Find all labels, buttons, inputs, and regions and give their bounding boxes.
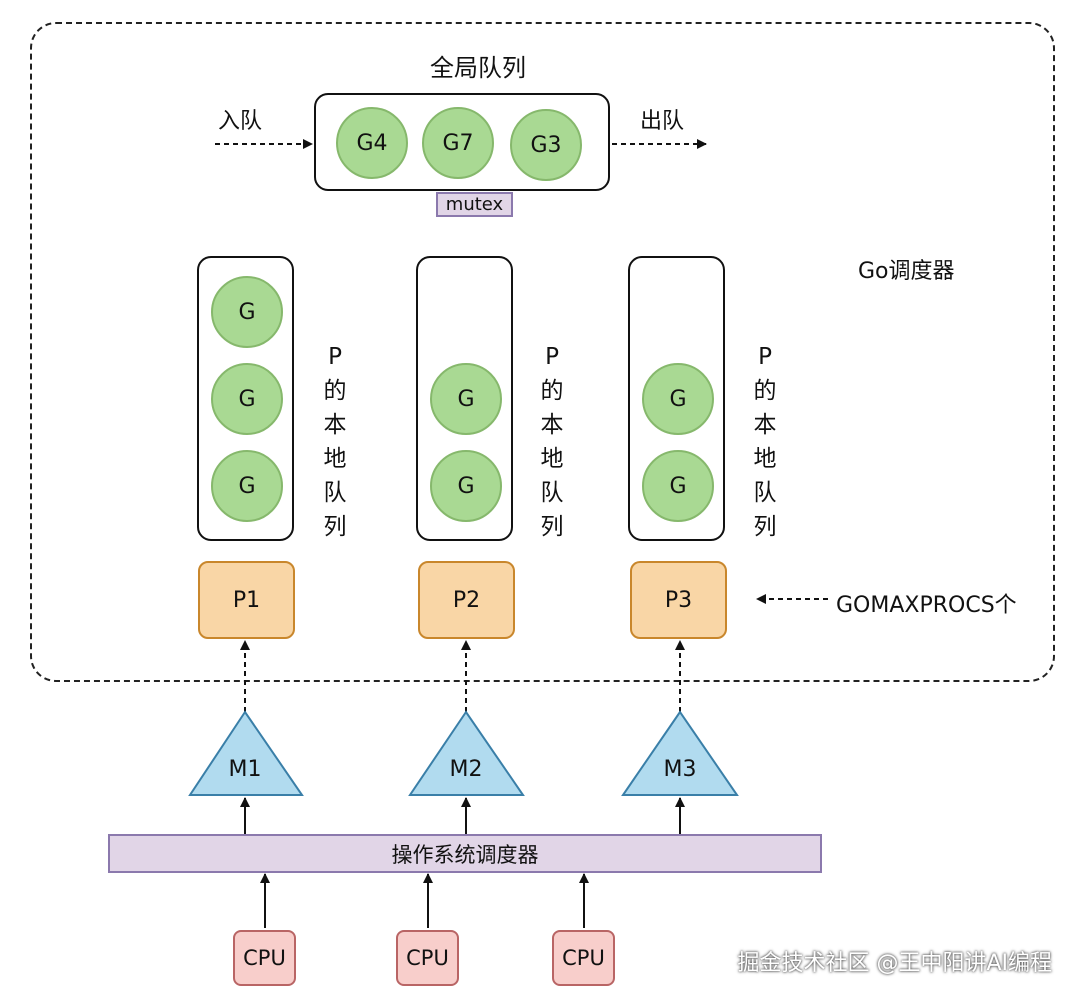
cpu-box: CPU xyxy=(396,930,459,986)
global-goroutine: G4 xyxy=(336,107,408,179)
gomaxprocs-label: GOMAXPROCS个 xyxy=(836,593,1017,618)
local-goroutine: G xyxy=(642,363,714,435)
global-queue-box: G4 G7 G3 xyxy=(314,93,610,191)
go-scheduler-label: Go调度器 xyxy=(858,259,955,284)
watermark: 掘金技术社区 @王中阳讲AI编程 xyxy=(737,951,1052,976)
os-scheduler-bar: 操作系统调度器 xyxy=(108,834,822,873)
thread-m2-label: M2 xyxy=(449,757,483,782)
processor-p2: P2 xyxy=(418,561,515,639)
global-queue-title: 全局队列 xyxy=(430,54,526,82)
local-goroutine: G xyxy=(430,363,502,435)
local-goroutine: G xyxy=(211,363,283,435)
thread-m1-shape xyxy=(188,710,304,796)
local-queue-p3: G G xyxy=(628,256,725,541)
thread-m1-label: M1 xyxy=(228,757,262,782)
local-goroutine: G xyxy=(430,450,502,522)
local-goroutine: G xyxy=(211,276,283,348)
processor-p1: P1 xyxy=(198,561,295,639)
local-queue-p2: G G xyxy=(416,256,513,541)
thread-m2-shape xyxy=(408,710,525,796)
enqueue-label: 入队 xyxy=(218,109,263,134)
thread-m3-shape xyxy=(621,710,739,796)
local-queue-label: P 的 本 地 队 列 xyxy=(540,344,564,540)
local-goroutine: G xyxy=(211,450,283,522)
thread-m3-label: M3 xyxy=(663,757,697,782)
processor-p3: P3 xyxy=(630,561,727,639)
local-goroutine: G xyxy=(642,450,714,522)
global-goroutine: G3 xyxy=(510,109,582,181)
local-queue-p1: G G G xyxy=(197,256,294,541)
local-queue-label: P 的 本 地 队 列 xyxy=(753,344,777,540)
local-queue-label: P 的 本 地 队 列 xyxy=(323,344,347,540)
mutex-label: mutex xyxy=(436,192,513,217)
global-goroutine: G7 xyxy=(422,107,494,179)
go-scheduler-boundary xyxy=(30,22,1055,682)
cpu-box: CPU xyxy=(233,930,296,986)
cpu-box: CPU xyxy=(552,930,615,986)
dequeue-label: 出队 xyxy=(640,109,685,134)
